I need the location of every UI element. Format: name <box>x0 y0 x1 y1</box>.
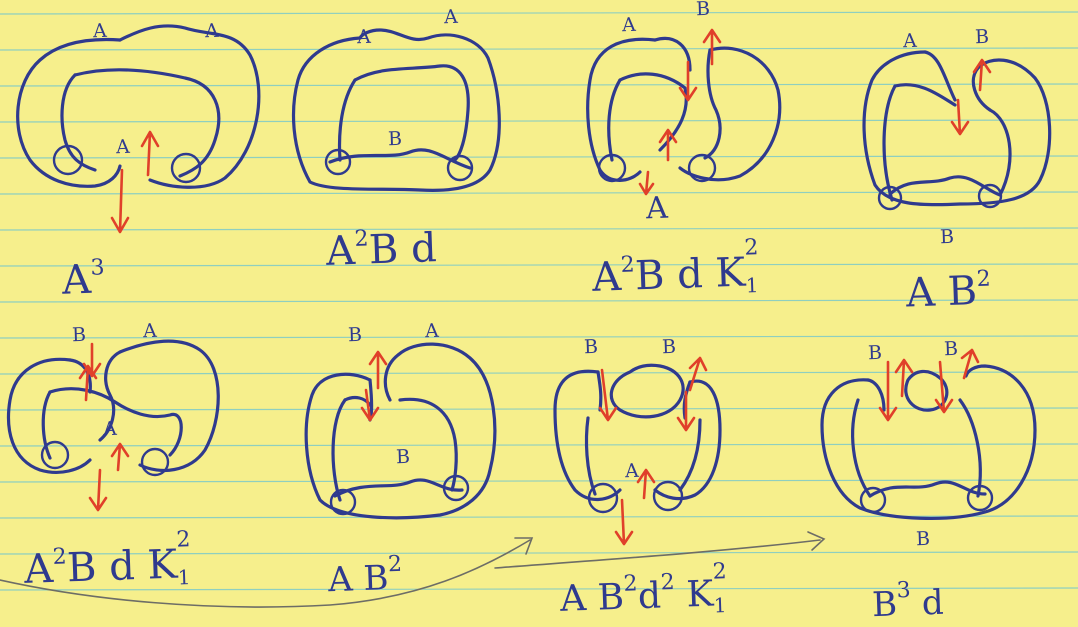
p3-label-b: B <box>696 0 711 19</box>
caption-2: A2B d <box>325 226 437 272</box>
panel-6-diagram <box>306 344 495 518</box>
p2-label-b: B <box>388 130 403 149</box>
p5-label-b: B <box>72 326 87 345</box>
p4-label-a: A <box>903 32 917 51</box>
caption-6: A B2 <box>327 554 403 598</box>
p8-label-b1: B <box>868 344 883 363</box>
p1-label-a1: A <box>93 22 107 41</box>
p2-label-a1: A <box>357 28 371 47</box>
p3-label-a1: A <box>622 16 636 35</box>
caption-3: A2B d K21 <box>591 245 760 298</box>
caption-5: A2B d K21 <box>23 537 192 590</box>
p5-label-a2: A <box>103 420 117 439</box>
p2-label-a2: A <box>444 8 458 27</box>
p7-label-b2: B <box>662 338 677 357</box>
p6-label-b1: B <box>348 326 363 345</box>
caption-7: A B2d2 K21 <box>559 569 728 618</box>
p8-label-b3: B <box>916 530 931 549</box>
panel-7-diagram <box>555 358 720 544</box>
p1-label-a2: A <box>205 22 219 41</box>
caption-8: B3 d <box>871 579 944 622</box>
p6-label-b2: B <box>396 448 411 467</box>
panel-8-diagram <box>822 350 1035 518</box>
p7-label-b1: B <box>584 338 599 357</box>
p4-label-b1: B <box>975 28 990 47</box>
panel-1-diagram <box>18 26 259 232</box>
p4-label-b2: B <box>940 228 955 247</box>
p7-label-a: A <box>625 462 639 481</box>
p1-label-a3: A <box>116 138 130 157</box>
caption-4: A B2 <box>905 269 991 314</box>
p5-label-a1: A <box>143 322 157 341</box>
caption-1: A3 <box>61 257 105 300</box>
p3-label-a2: A <box>645 194 668 225</box>
panel-3-diagram <box>588 30 780 194</box>
p6-label-a: A <box>425 322 439 341</box>
panel-4-diagram <box>864 52 1050 209</box>
p8-label-b2: B <box>944 340 959 359</box>
panel-2-diagram <box>294 30 500 190</box>
